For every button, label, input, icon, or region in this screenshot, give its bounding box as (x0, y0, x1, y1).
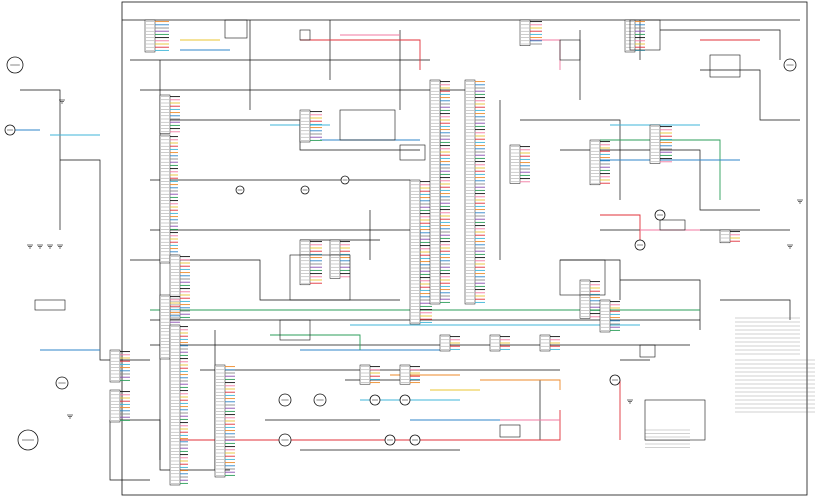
connector-body (299, 239, 311, 286)
connector-block (599, 299, 620, 333)
connector-block (399, 364, 420, 385)
connector-body (159, 94, 171, 134)
wire (300, 39, 421, 70)
connector-body (329, 239, 341, 279)
connector-body (719, 229, 731, 244)
connector-block (299, 239, 322, 286)
connector-block (649, 124, 672, 164)
wire (620, 279, 701, 330)
connector-block (539, 334, 560, 352)
connector-block (299, 109, 322, 143)
module-box (289, 254, 351, 301)
connector-body (509, 144, 521, 184)
component-symbol-layer (4, 19, 815, 451)
module-box (629, 19, 661, 51)
connector-body (599, 299, 611, 333)
wire (270, 334, 361, 350)
wire (20, 89, 61, 230)
connector-block (169, 324, 188, 486)
connector-block (624, 19, 645, 53)
wire (600, 139, 721, 200)
connector-block (159, 94, 180, 134)
wire (600, 214, 641, 250)
wire (560, 149, 760, 211)
connector-body (109, 389, 121, 423)
connector-body (429, 79, 441, 305)
module-box (639, 344, 656, 358)
connector-body (169, 324, 181, 486)
connector-body (589, 139, 601, 186)
connector-body (299, 109, 311, 143)
wire-layer (10, 1, 808, 496)
module-box (339, 109, 396, 141)
wire (480, 379, 561, 390)
module-box (644, 399, 706, 441)
connector-body (399, 364, 411, 385)
connector-block (159, 134, 178, 264)
module-box (279, 319, 311, 341)
connector-block (519, 19, 542, 46)
connector-block (429, 79, 450, 305)
connector-block (109, 389, 130, 423)
connector-block (464, 79, 485, 305)
connector-block (489, 334, 510, 352)
wire (520, 119, 621, 200)
connector-body (109, 349, 121, 383)
connector-body (159, 294, 171, 360)
connector-block (144, 19, 169, 53)
wire (720, 299, 791, 320)
connector-body (519, 19, 531, 46)
connector-block (439, 334, 460, 352)
module-box (499, 424, 521, 438)
wire (160, 119, 420, 151)
connector-block (329, 239, 350, 279)
wire (109, 420, 150, 481)
sheet-border (121, 1, 808, 496)
module-box (399, 144, 426, 161)
connector-body (579, 279, 591, 319)
module-box (224, 19, 248, 39)
connector-block (109, 349, 130, 383)
connector-body (159, 134, 171, 264)
connector-layer (109, 19, 740, 486)
connector-block (214, 364, 235, 478)
connector-body (359, 364, 371, 385)
module-box (559, 39, 581, 61)
connector-block (409, 179, 432, 325)
connector-block (509, 144, 530, 184)
connector-block (719, 229, 740, 244)
module-box (659, 219, 686, 231)
wire (700, 69, 800, 121)
connector-body (649, 124, 661, 164)
connector-block (589, 139, 610, 186)
connector-block (359, 364, 380, 385)
connector-body (464, 79, 476, 305)
module-box (34, 299, 66, 311)
module-box (559, 259, 606, 296)
connector-block (169, 254, 190, 320)
module-box (299, 29, 311, 41)
connector-body (144, 19, 156, 53)
wire (660, 29, 781, 60)
connector-block (579, 279, 600, 319)
wire (60, 159, 150, 361)
module-box (709, 54, 741, 78)
